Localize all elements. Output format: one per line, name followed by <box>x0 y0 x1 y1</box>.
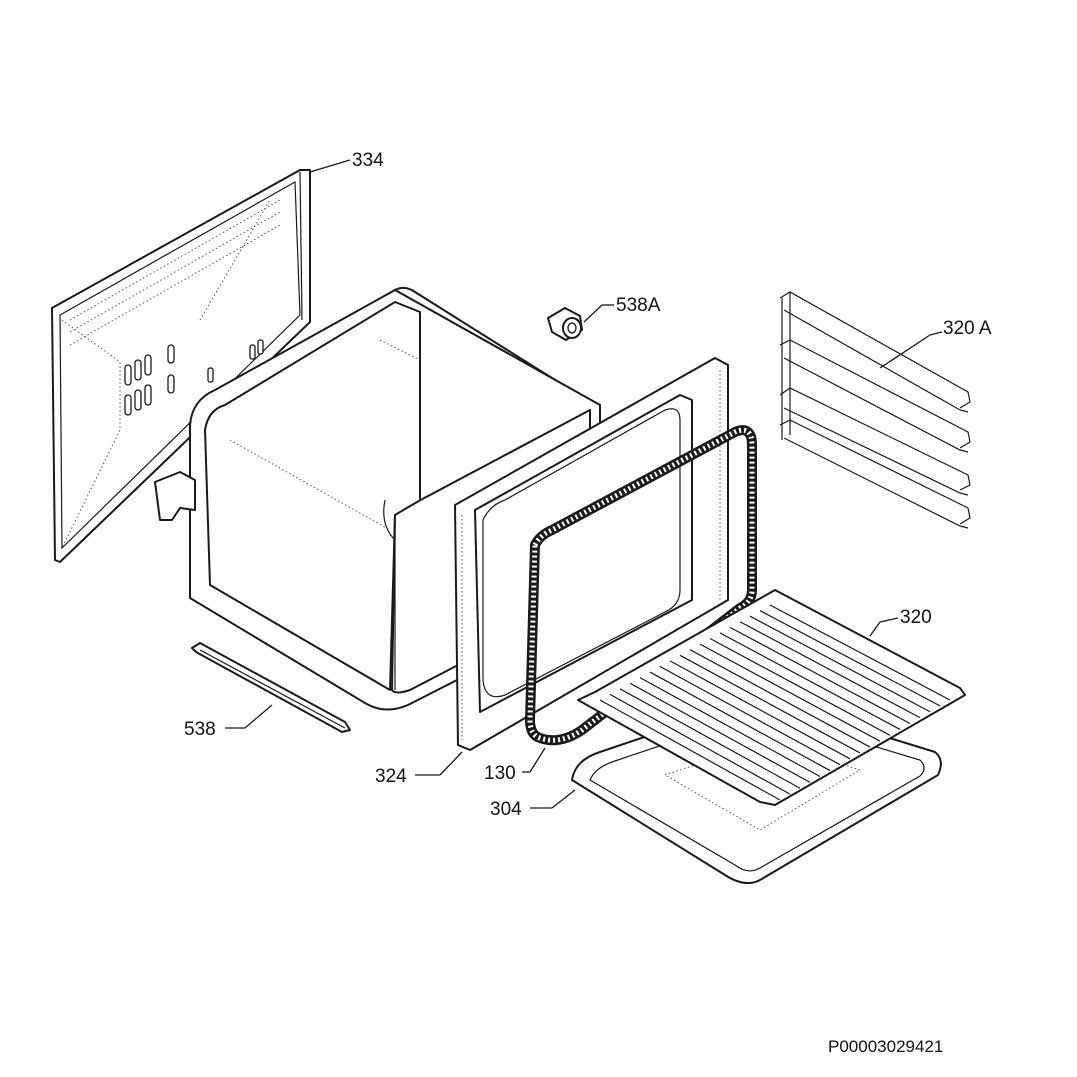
rack-wire <box>649 671 831 772</box>
label-324: 324 <box>375 766 407 787</box>
rack-wire <box>769 604 951 701</box>
part-320A-side-rails: 320 A <box>779 291 992 529</box>
rack-wire <box>619 688 801 789</box>
part-538-rail-bar: 538 <box>184 642 351 740</box>
oven-cavity <box>154 286 601 711</box>
rack-wire <box>599 699 781 801</box>
rack-wire <box>699 643 881 742</box>
part-320-wire-shelf: 320 <box>577 589 966 806</box>
part-538A-bushing: 538A <box>547 295 661 341</box>
rack-wire <box>749 615 931 713</box>
part-334-rear-panel: 334 <box>51 150 384 563</box>
rack-wire <box>659 665 841 766</box>
rack-wire <box>759 610 941 707</box>
label-304: 304 <box>490 799 522 820</box>
rack-wire <box>679 654 861 754</box>
rack-wire <box>639 677 821 777</box>
rack-wire <box>709 638 891 736</box>
rack-wire <box>609 693 791 795</box>
label-130: 130 <box>484 763 516 784</box>
rack-wire <box>689 649 871 748</box>
rack-wire <box>629 682 811 783</box>
label-320A: 320 A <box>943 318 992 339</box>
label-538: 538 <box>184 719 216 740</box>
rack-wire <box>729 626 911 725</box>
label-320: 320 <box>900 607 932 628</box>
label-334: 334 <box>352 150 384 171</box>
drawing-code: P00003029421 <box>828 1037 943 1056</box>
rack-wire <box>669 660 851 760</box>
label-538A: 538A <box>616 295 661 316</box>
rack-wire <box>739 621 921 719</box>
part-130-door-gasket: 130 <box>484 425 757 784</box>
rack-wire <box>719 632 901 730</box>
